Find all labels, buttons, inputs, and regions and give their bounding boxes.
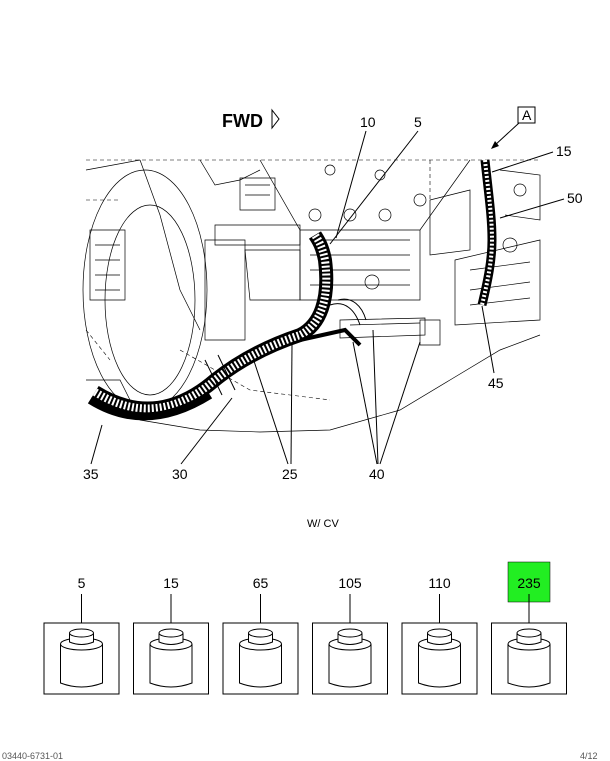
fwd-arrow-icon	[271, 108, 280, 130]
footer-drawing-number: 03440-6731-01	[2, 751, 63, 761]
sealant-can-icon	[239, 628, 282, 688]
leader-25a	[251, 354, 289, 465]
part-number: 105	[338, 575, 362, 591]
sealant-can-icon	[507, 628, 551, 688]
leader-35	[90, 424, 103, 465]
leader-5	[329, 130, 419, 245]
part-number: 235	[517, 575, 541, 591]
leader-15	[491, 151, 554, 173]
callout-5: 5	[414, 114, 422, 130]
part-item: 105	[312, 575, 388, 695]
part-item: 110	[401, 575, 478, 695]
sealant-can-icon	[149, 628, 193, 688]
leader-40c	[379, 341, 421, 465]
callout-35: 35	[83, 466, 99, 482]
leader-25b	[290, 344, 293, 465]
part-item: 5	[43, 575, 120, 695]
leader-40a	[352, 341, 378, 465]
parts-row: 5 15 65 105 110 235	[43, 561, 567, 695]
part-number: 5	[78, 575, 86, 591]
leader-10	[335, 130, 367, 239]
part-number: 65	[253, 575, 269, 591]
leader-50	[499, 198, 565, 219]
callout-25: 25	[282, 466, 298, 482]
part-number: 110	[428, 575, 451, 591]
sealant-can-icon	[328, 628, 372, 688]
callout-15: 15	[556, 143, 572, 159]
view-a-label: A	[522, 107, 532, 123]
view-a-arrow-icon	[491, 141, 499, 149]
engine-illustration	[82, 159, 541, 433]
sealant-can-icon	[60, 628, 103, 688]
callout-10: 10	[360, 114, 376, 130]
sealant-can-icon	[418, 628, 461, 688]
callout-40: 40	[369, 466, 385, 482]
wire-harness	[87, 159, 497, 421]
fwd-label: FWD	[222, 111, 263, 131]
footer-page: 4/12	[580, 751, 598, 761]
part-item: 15	[133, 575, 209, 695]
leader-45	[481, 305, 495, 374]
part-item: 65	[222, 575, 299, 695]
view-a-box	[517, 106, 536, 124]
variant-subtitle: W/ CV	[307, 518, 339, 530]
callout-45: 45	[488, 375, 504, 391]
view-a-leader	[493, 122, 520, 147]
part-number: 15	[163, 575, 179, 591]
leader-40b	[372, 329, 379, 465]
callout-50: 50	[567, 190, 583, 206]
leader-30	[180, 397, 233, 465]
part-item: 235	[491, 561, 567, 695]
callout-30: 30	[172, 466, 188, 482]
